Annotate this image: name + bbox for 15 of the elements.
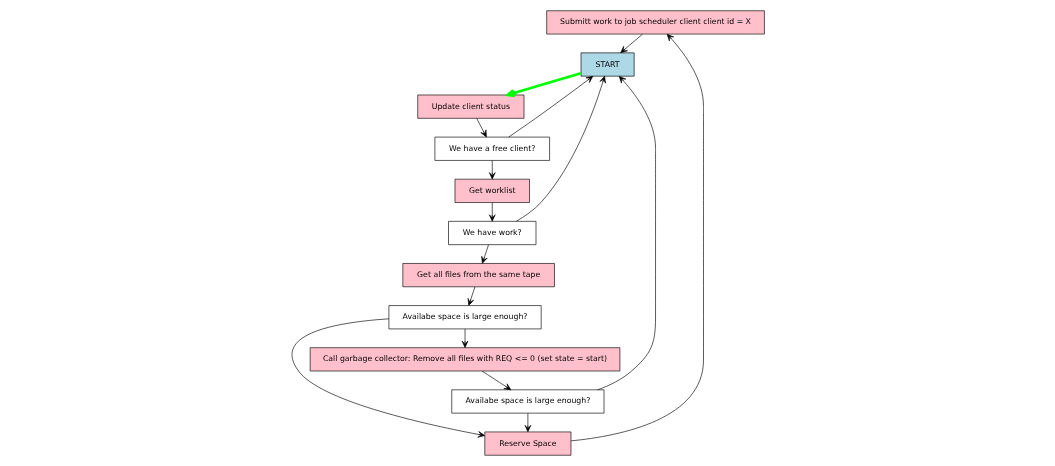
arrow — [570, 33, 704, 442]
arrow — [507, 76, 593, 138]
arrow — [488, 202, 495, 222]
arrow — [461, 328, 468, 348]
arrow — [619, 33, 643, 54]
arrow — [515, 75, 606, 222]
arrow — [596, 76, 656, 391]
arrow — [524, 412, 531, 433]
arrow — [481, 370, 511, 391]
arrow — [475, 118, 487, 138]
arrow — [291, 318, 485, 438]
arrow — [505, 71, 581, 98]
arrow — [488, 160, 495, 180]
arrow — [467, 286, 475, 306]
arrow — [480, 244, 489, 264]
